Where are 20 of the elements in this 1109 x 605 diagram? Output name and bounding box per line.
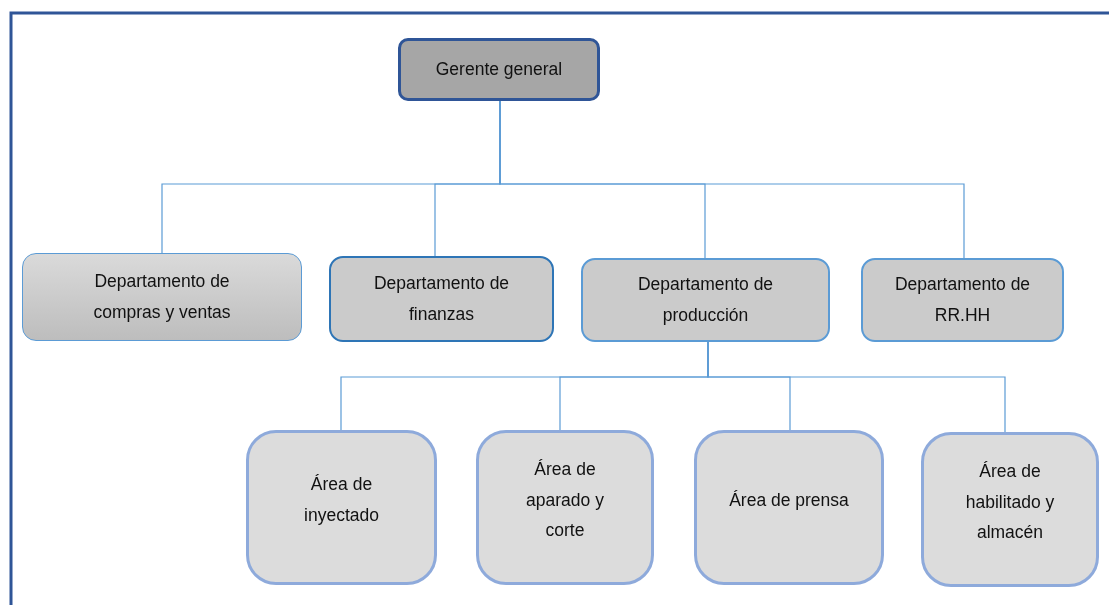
node-label: Departamento de finanzas	[372, 272, 511, 326]
department-box	[581, 258, 830, 342]
department-box	[22, 253, 302, 341]
node-label: Área de aparado y corte	[525, 458, 605, 543]
node-label: Gerente general	[435, 58, 563, 82]
node-label: Área de prensa	[729, 488, 849, 512]
node-label: Departamento de RR.HH	[893, 273, 1032, 327]
area-box	[476, 430, 654, 585]
area-box	[246, 430, 437, 585]
connector-line	[707, 341, 1006, 433]
node-label: Área de habilitado y almacén	[964, 460, 1056, 545]
area-box	[694, 430, 884, 585]
node-label: Departamento de producción	[636, 273, 775, 327]
node-label: Área de inyectado	[303, 473, 380, 527]
connector-line	[499, 100, 965, 259]
area-box	[921, 432, 1099, 587]
department-box	[329, 256, 554, 342]
node-label: Departamento de compras y ventas	[92, 270, 232, 324]
department-box	[861, 258, 1064, 342]
manager-box	[398, 38, 600, 101]
